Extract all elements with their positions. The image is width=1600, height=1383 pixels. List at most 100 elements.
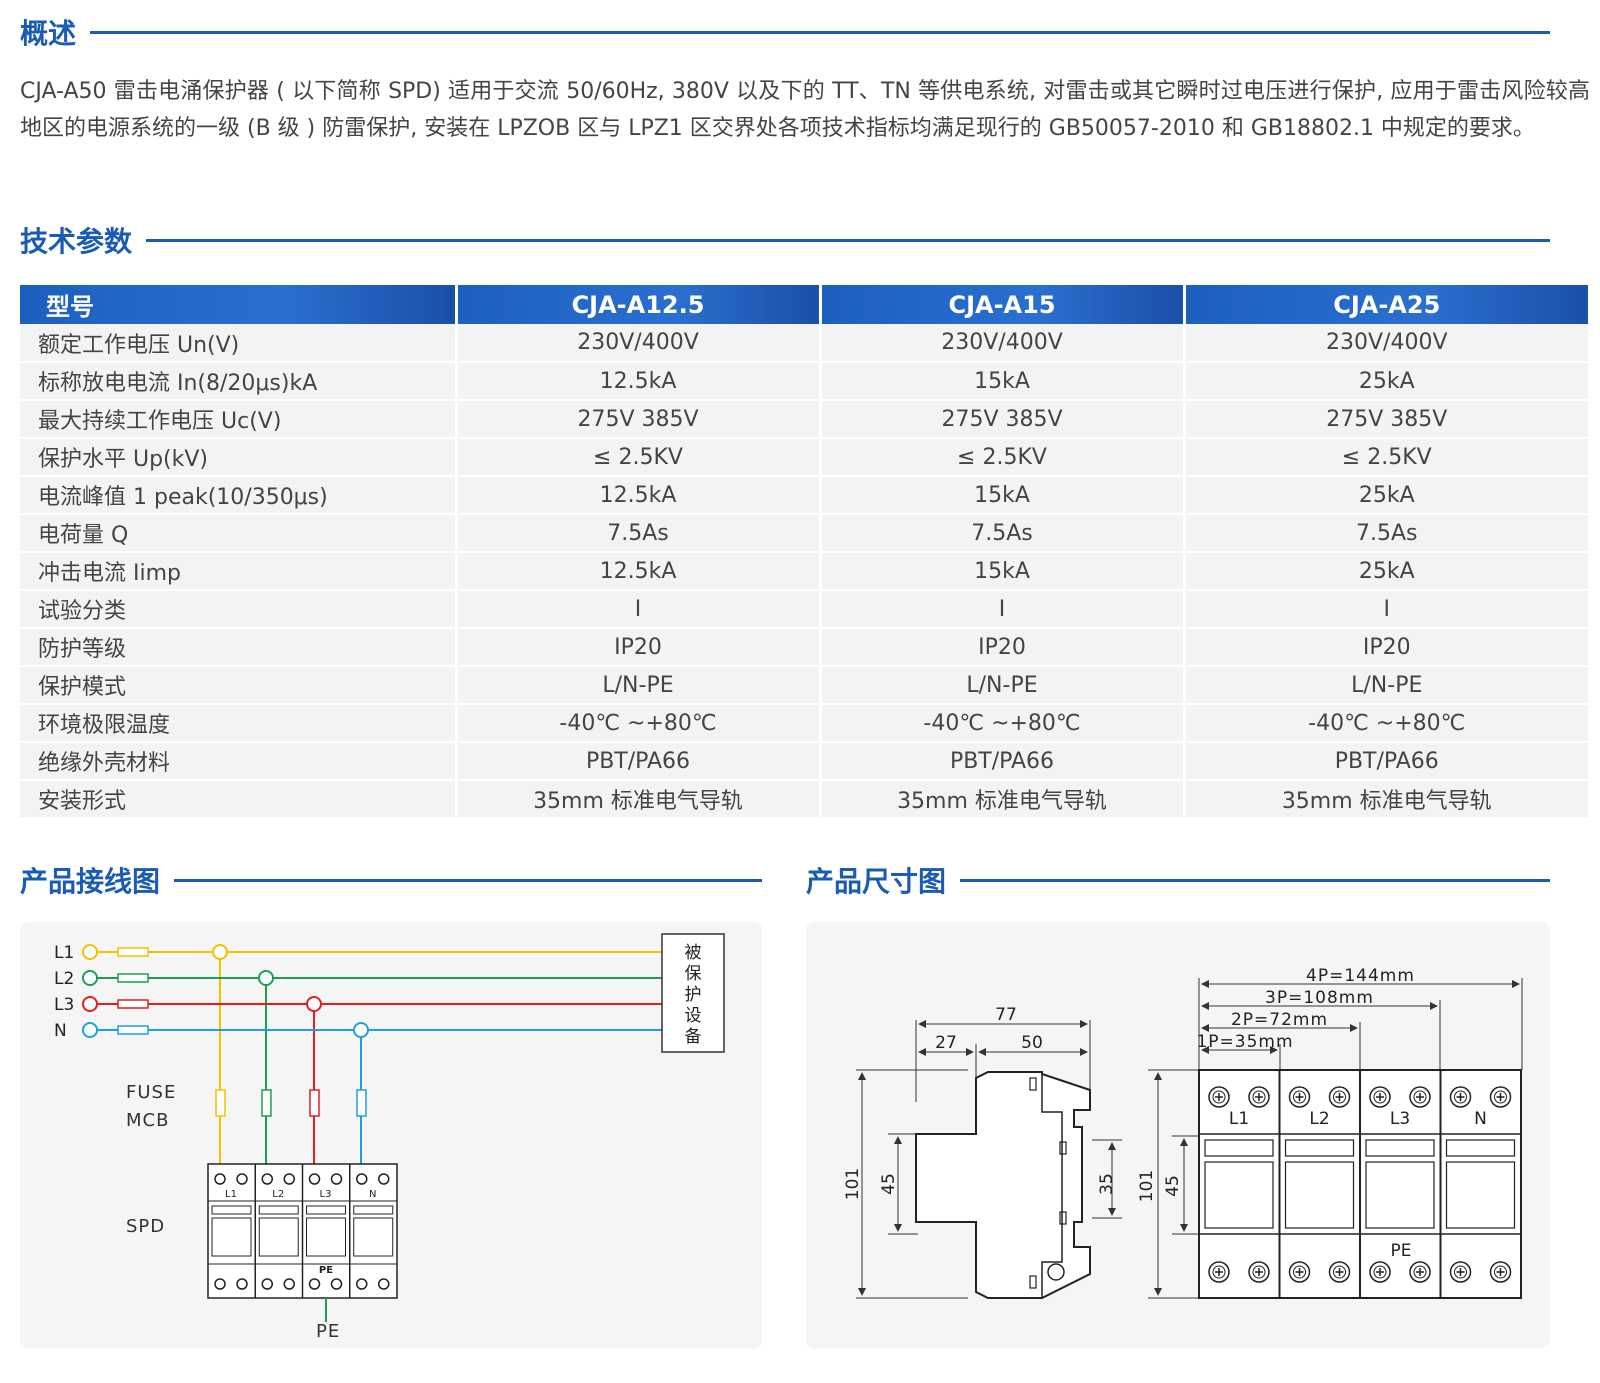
width-label: 2P=72mm [1231, 1010, 1328, 1030]
spec-value: 15kA [820, 362, 1186, 401]
spec-value: 275V 385V [456, 400, 822, 439]
spec-value: 15kA [820, 476, 1186, 515]
heading-rule [960, 878, 1550, 882]
width-label: 4P=144mm [1306, 966, 1415, 986]
terminal-icon [82, 996, 98, 1012]
spec-value: PBT/PA66 [456, 742, 822, 781]
dimensions-title: 产品尺寸图 [806, 865, 947, 898]
spec-value: 35mm 标准电气导轨 [820, 780, 1186, 819]
spec-param-name: 防护等级 [20, 628, 458, 667]
line-label: L3 [54, 995, 74, 1015]
spec-value: -40℃ ~+80℃ [1184, 704, 1588, 743]
spd-pe-label: PE [319, 1265, 333, 1276]
line-label: L1 [54, 943, 74, 963]
wiring-title: 产品接线图 [20, 865, 161, 898]
spec-value: 25kA [1184, 476, 1588, 515]
pole-label: L1 [1229, 1109, 1249, 1129]
pole-label: L1 [225, 1189, 237, 1200]
heading-rule [174, 878, 762, 882]
spec-value: IP20 [1184, 628, 1588, 667]
screw-icon [261, 1278, 273, 1290]
side-rail: 35 [1097, 1173, 1117, 1195]
spec-value: L/N-PE [1184, 666, 1588, 705]
side-width-right: 50 [1021, 1033, 1043, 1053]
branch-fuse-icon [309, 1089, 320, 1117]
screw-icon [356, 1278, 368, 1290]
header-model: 型号 [20, 285, 458, 324]
spec-param-name: 安装形式 [20, 780, 458, 819]
spec-param-name: 环境极限温度 [20, 704, 458, 743]
spec-value: ≤ 2.5KV [456, 438, 822, 477]
spec-value: ≤ 2.5KV [820, 438, 1186, 477]
spec-value: 230V/400V [820, 324, 1186, 363]
front-height-inner: 45 [1163, 1175, 1183, 1197]
spec-param-name: 冲击电流 Iimp [20, 552, 458, 591]
spec-param-name: 保护模式 [20, 666, 458, 705]
spec-value: 12.5kA [456, 552, 822, 591]
spec-value: PBT/PA66 [820, 742, 1186, 781]
fuse-icon [117, 999, 149, 1009]
fuse-icon [117, 1025, 149, 1035]
spec-value: IP20 [820, 628, 1186, 667]
dimensions-heading: 产品尺寸图 [806, 860, 1550, 900]
overview-title: 概述 [20, 17, 77, 50]
screw-icon [214, 1173, 226, 1185]
heading-rule [146, 238, 1550, 242]
spec-param-name: 标称放电电流 In(8/20μs)kA [20, 362, 458, 401]
spec-value: 230V/400V [456, 324, 822, 363]
side-width-left: 27 [935, 1033, 957, 1053]
pole-label: L2 [272, 1189, 284, 1200]
overview-heading: 概述 [20, 12, 1550, 52]
pole-label: L2 [1309, 1109, 1329, 1129]
screw-icon [261, 1173, 273, 1185]
front-pe-label: PE [1391, 1241, 1412, 1261]
side-height-total: 101 [843, 1168, 863, 1200]
spec-value: I [820, 590, 1186, 629]
front-view-4p: L1 L2 L3 N [1198, 1069, 1522, 1299]
screw-icon [214, 1278, 226, 1290]
spec-value: 15kA [820, 552, 1186, 591]
width-label: 3P=108mm [1265, 988, 1374, 1008]
spec-value: L/N-PE [456, 666, 822, 705]
spec-value: 12.5kA [456, 362, 822, 401]
header-cja-a25: CJA-A25 [1184, 285, 1588, 324]
header-cja-a15: CJA-A15 [820, 285, 1186, 324]
junction-icon [353, 1022, 369, 1038]
pole-label: L3 [1390, 1109, 1410, 1129]
wiring-heading: 产品接线图 [20, 860, 762, 900]
spd-label: SPD [126, 1216, 165, 1237]
screw-icon [236, 1278, 248, 1290]
line-label: N [54, 1021, 67, 1041]
junction-icon [258, 970, 274, 986]
spec-value: 35mm 标准电气导轨 [456, 780, 822, 819]
screw-icon [330, 1173, 343, 1185]
spec-value: 7.5As [456, 514, 822, 553]
spec-param-name: 电荷量 Q [20, 514, 458, 553]
spec-value: 25kA [1184, 362, 1588, 401]
terminal-icon [82, 970, 98, 986]
screw-icon [236, 1173, 248, 1185]
heading-rule [90, 30, 1550, 34]
spec-value: 25kA [1184, 552, 1588, 591]
overview-text: CJA-A50 雷击电涌保护器 ( 以下简称 SPD) 适用于交流 50/60H… [20, 79, 1590, 141]
spec-table: 型号 CJA-A12.5 CJA-A15 CJA-A25 额定工作电压 Un(V… [20, 285, 1588, 819]
mcb-label: MCB [126, 1110, 169, 1131]
pole-label: N [1474, 1109, 1487, 1129]
screw-icon [308, 1173, 321, 1185]
side-height-inner: 45 [879, 1173, 899, 1195]
screw-icon [330, 1278, 343, 1290]
spec-param-name: 电流峰值 1 peak(10/350μs) [20, 476, 458, 515]
spec-param-name: 绝缘外壳材料 [20, 742, 458, 781]
spec-value: 7.5As [1184, 514, 1588, 553]
protected-device-box [661, 933, 725, 1053]
branch-fuse-icon [356, 1089, 367, 1117]
spec-value: -40℃ ~+80℃ [456, 704, 822, 743]
spec-param-name: 保护水平 Up(kV) [20, 438, 458, 477]
